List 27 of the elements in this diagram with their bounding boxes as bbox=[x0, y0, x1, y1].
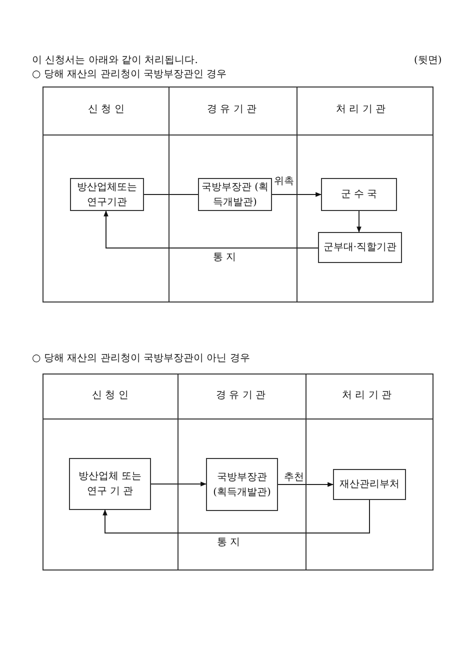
column-header: 경 유 기 관 bbox=[207, 104, 257, 116]
edge-label: 추천 bbox=[283, 472, 305, 484]
process-box: 재산관리부처 bbox=[333, 469, 406, 500]
arrow bbox=[102, 500, 370, 534]
section-heading: ○ 당해 재산의 관리청이 국방부장관인 경우 bbox=[32, 69, 227, 81]
process-box: 방산업체또는 연구기관 bbox=[70, 178, 144, 211]
column-header: 경 유 기 관 bbox=[216, 390, 266, 402]
process-box: 국방부장관 (획득개발관) bbox=[206, 458, 278, 511]
arrow bbox=[272, 192, 322, 197]
edge-label: 통 지 bbox=[212, 252, 238, 264]
section-heading: ○ 당해 재산의 관리청이 국방부장관이 아닌 경우 bbox=[32, 353, 250, 365]
edge-label: 통 지 bbox=[216, 537, 242, 549]
column-header: 처 리 기 관 bbox=[336, 104, 386, 116]
process-box: 군부대·직할기관 bbox=[318, 232, 402, 263]
column-header: 신 청 인 bbox=[92, 390, 128, 402]
edge-label: 위촉 bbox=[273, 176, 295, 188]
arrow bbox=[278, 482, 334, 487]
column-header: 처 리 기 관 bbox=[342, 390, 392, 402]
arrow bbox=[150, 482, 207, 486]
page-note: (뒷면) bbox=[414, 55, 442, 67]
process-box: 군 수 국 bbox=[321, 178, 397, 211]
column-header: 신 청 인 bbox=[88, 104, 124, 116]
arrow bbox=[356, 210, 362, 233]
process-box: 방산업체 또는 연구 기 관 bbox=[69, 458, 151, 510]
process-box: 국방부장관 (획득개발관) bbox=[198, 178, 272, 211]
heading: 이 신청서는 아래와 같이 처리됩니다. bbox=[32, 55, 198, 67]
arrow bbox=[104, 210, 318, 248]
